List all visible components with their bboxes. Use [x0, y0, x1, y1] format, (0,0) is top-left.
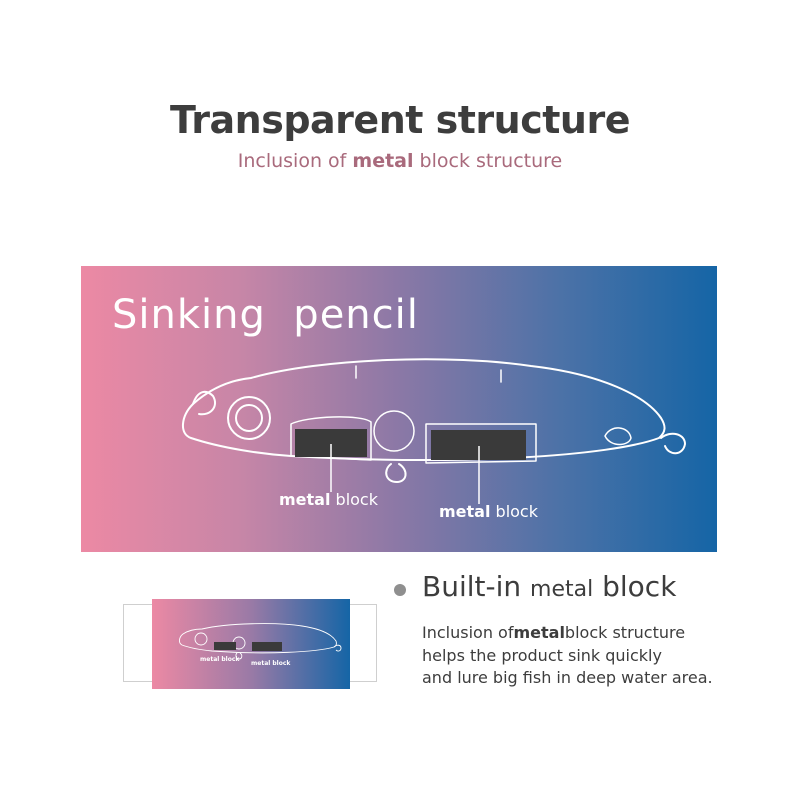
thumb-label-1-emphasis: metal	[200, 656, 220, 663]
feature-desc-line-1: Inclusion ofmetalblock structure	[422, 622, 713, 645]
callout-2-rest: block	[490, 502, 538, 521]
desc-line1-after: block structure	[564, 623, 686, 642]
feature-desc-line-2: helps the product sink quickly	[422, 645, 662, 665]
front-rattle-chamber	[290, 416, 372, 461]
lure-diagram-banner: Sinking pencil metal block metal block	[81, 266, 717, 552]
lure-eye	[227, 396, 271, 440]
callout-1-rest: block	[330, 490, 378, 509]
thumbnail-lure-outline	[179, 623, 342, 660]
lure-head-notch	[192, 390, 217, 416]
page-subtitle: Inclusion of metal block structure	[0, 150, 800, 172]
thumb-tail-eye	[333, 644, 342, 652]
thumb-label-1-rest: block	[219, 656, 240, 663]
desc-line1-emphasis: metal	[513, 623, 565, 642]
feature-title: Built-in metal block	[422, 570, 676, 603]
callout-1-emphasis: metal	[279, 490, 331, 509]
subtitle-text-after: block structure	[413, 150, 563, 172]
thumb-label-2-emphasis: metal	[251, 660, 271, 667]
thumbnail-diagram: metal block metal block	[152, 599, 350, 689]
thumb-lure-body	[179, 623, 337, 654]
thumb-metal-block-rear	[252, 642, 282, 651]
belly-hook-eye	[385, 463, 407, 483]
rear-chamber	[425, 423, 537, 464]
tail-weight	[604, 427, 632, 446]
thumb-metal-block-front	[214, 642, 236, 650]
lure-body-outline	[182, 358, 666, 461]
feature-title-small: metal	[530, 577, 594, 602]
thumb-belly-eye	[235, 652, 243, 660]
feature-bullet	[394, 584, 406, 596]
thumb-metal-block-label-2: metal block	[251, 660, 290, 667]
feature-description: Inclusion ofmetalblock structure helps t…	[422, 622, 713, 690]
metal-block-label-1: metal block	[279, 490, 378, 509]
subtitle-emphasis: metal	[352, 150, 414, 172]
lure-outline-diagram	[182, 358, 686, 504]
banner-title: Sinking pencil	[112, 292, 419, 338]
tail-line-eye	[660, 432, 686, 455]
thumb-lure-eye	[194, 632, 208, 646]
feature-title-before: Built-in	[422, 570, 531, 603]
thumb-metal-block-label-1: metal block	[200, 656, 239, 663]
thumb-label-2-rest: block	[270, 660, 291, 667]
metal-block-label-2: metal block	[439, 502, 538, 521]
center-weight-ring	[373, 410, 415, 452]
subtitle-text-before: Inclusion of	[237, 150, 353, 172]
page-title: Transparent structure	[170, 98, 630, 142]
feature-desc-line-3: and lure big fish in deep water area.	[422, 668, 713, 687]
lure-eye-inner	[235, 404, 263, 432]
feature-title-after: block	[593, 570, 677, 603]
desc-line1-before: Inclusion of	[422, 623, 514, 642]
callout-2-emphasis: metal	[439, 502, 491, 521]
